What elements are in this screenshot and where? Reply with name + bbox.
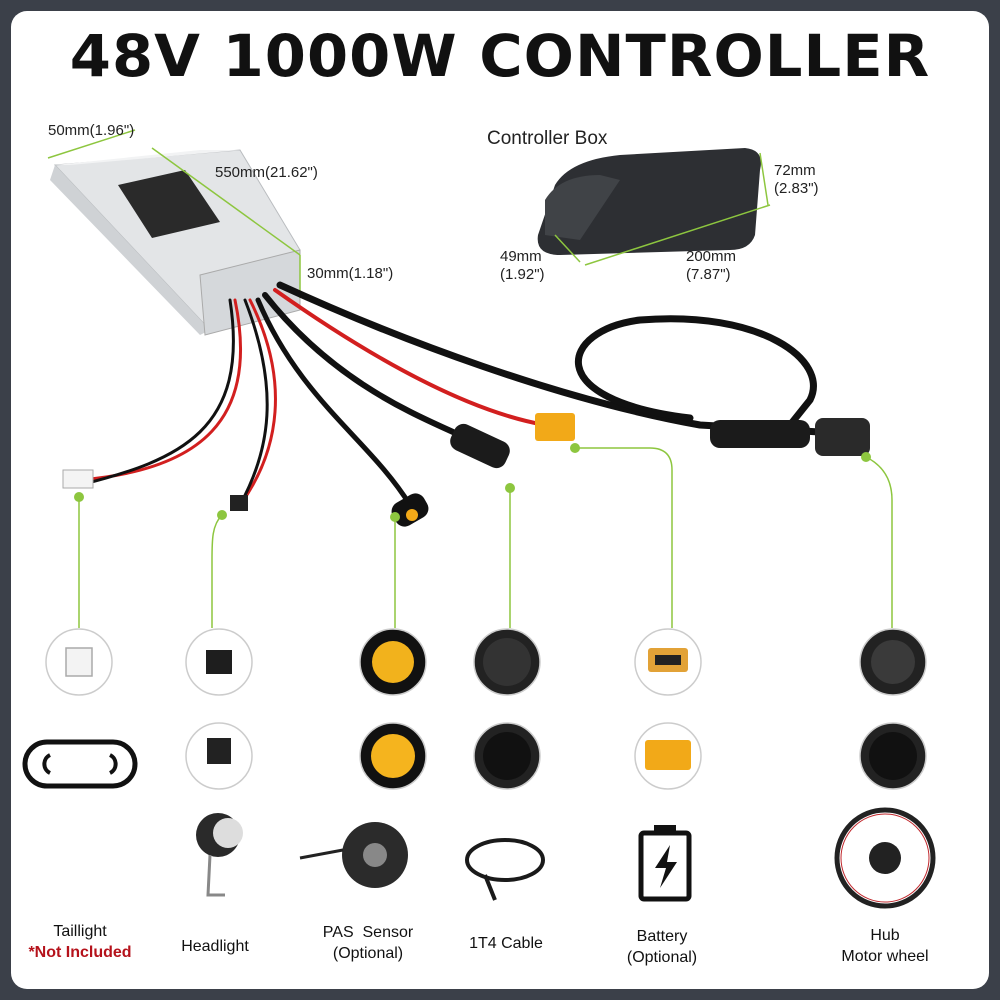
1t4-cable-image — [465, 838, 545, 901]
callout-lines — [78, 447, 893, 628]
controller-box-image — [537, 148, 771, 266]
headlight-plug — [230, 495, 248, 511]
box-length-in: (7.87") — [686, 266, 731, 283]
box-height-in: (2.83") — [774, 180, 819, 197]
component-headlight: Headlight — [181, 936, 249, 957]
headlight-image — [196, 813, 243, 897]
box-length: 200mm(7.87") — [686, 248, 736, 284]
component-battery: Battery (Optional) — [627, 926, 697, 968]
component-taillight: Taillight *Not Included — [28, 921, 131, 963]
pas-sensor-sub: (Optional) — [332, 945, 404, 962]
battery-label: Battery — [636, 928, 688, 945]
component-pas-sensor: PAS Sensor (Optional) — [323, 922, 413, 964]
controller-length: 550mm(21.62") — [215, 164, 318, 181]
page-title: 48V 1000W CONTROLLER — [69, 22, 931, 90]
controller-height: 30mm(1.18") — [307, 265, 394, 282]
connector-row-female — [45, 628, 927, 696]
headlight-label: Headlight — [181, 938, 249, 955]
1t4-cable-label: 1T4 Cable — [469, 935, 543, 952]
battery-sub: (Optional) — [626, 949, 698, 966]
motor-cable-plug — [710, 420, 810, 448]
1t4-plug — [450, 423, 510, 469]
box-width-mm: 49mm — [500, 248, 542, 265]
box-length-mm: 200mm — [686, 248, 737, 265]
pas-sensor-label: PAS Sensor — [322, 924, 414, 941]
controller-width: 50mm(1.96") — [48, 122, 135, 139]
taillight-label: Taillight — [53, 923, 107, 940]
xt60-plug — [535, 413, 575, 441]
hub-label: Hub — [870, 927, 900, 944]
controller-box-label: Controller Box — [487, 128, 608, 149]
box-height-mm: 72mm — [774, 162, 816, 179]
box-width-in: (1.92") — [500, 266, 545, 283]
taillight-plug — [62, 469, 94, 489]
hub-motor-wheel-image — [834, 807, 936, 909]
not-included-note: *Not Included — [28, 944, 132, 961]
component-1t4-cable: 1T4 Cable — [469, 933, 543, 954]
connector-row-male — [22, 722, 927, 790]
taillight-icon — [22, 739, 138, 789]
pas-sensor-image — [299, 822, 408, 888]
controller-unit — [47, 129, 301, 336]
cables — [78, 281, 824, 508]
box-height: 72mm(2.83") — [774, 162, 819, 198]
box-width: 49mm(1.92") — [500, 248, 545, 284]
hub-sub: Motor wheel — [841, 948, 929, 965]
battery-icon — [638, 825, 692, 902]
